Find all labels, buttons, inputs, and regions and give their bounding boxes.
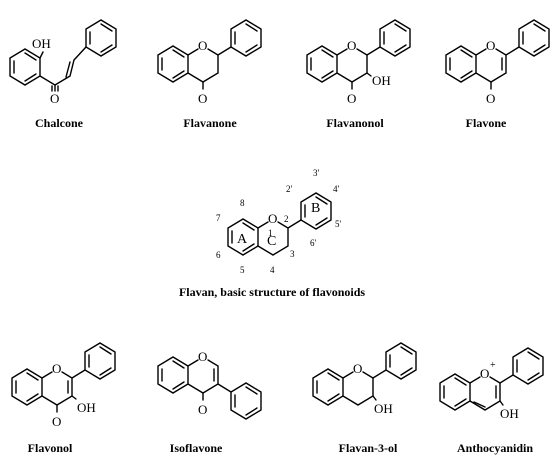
position-6-prime: 6' (310, 238, 317, 248)
position-6: 6 (216, 250, 221, 260)
chalcone-structure: OH O Chalcone (9, 19, 117, 130)
positive-charge: + (490, 360, 496, 371)
caption-chalcone: Chalcone (35, 116, 84, 130)
caption-flavanone: Flavanone (183, 116, 237, 130)
position-5-prime: 5' (335, 219, 342, 229)
ring-a-label: A (237, 232, 248, 247)
flavanone-structure: O O Flavanone (157, 19, 262, 130)
ring-b-label: B (311, 201, 320, 216)
position-7: 7 (216, 213, 221, 223)
flavan-structure: O A B C 1 2 3 4 5 6 7 8 2' 3' 4' 5' 6' F… (179, 168, 365, 299)
position-5: 5 (240, 265, 245, 275)
carbonyl-o-label: O (52, 414, 61, 429)
ring-oxygen: O (198, 349, 207, 364)
carbonyl-o-label: O (347, 91, 356, 106)
position-1: 1 (268, 228, 273, 238)
position-4: 4 (270, 265, 275, 275)
carbonyl-o-label: O (486, 91, 495, 106)
position-4-prime: 4' (333, 184, 340, 194)
isoflavone-structure: O O Isoflavone (157, 349, 262, 455)
caption-flavone: Flavone (466, 116, 507, 130)
caption-flavanonol: Flavanonol (326, 116, 384, 130)
ring-oxygen: O (353, 361, 362, 376)
ring-oxygen: O (198, 38, 207, 53)
anthocyanidin-structure: O + OH Anthocyanidin (439, 347, 544, 455)
ring-oxygen: O (52, 361, 61, 376)
caption-isoflavone: Isoflavone (170, 441, 223, 455)
oh-label: OH (32, 36, 51, 51)
caption-anthocyanidin: Anthocyanidin (457, 441, 533, 455)
oh-label: OH (372, 73, 391, 88)
caption-flavonol: Flavonol (28, 441, 73, 455)
ring-oxygen: O (480, 366, 489, 381)
ring-c-label: C (267, 234, 276, 249)
flavone-structure: O O Flavone (445, 19, 550, 130)
flavonol-structure: O O OH Flavonol (11, 342, 116, 455)
position-3-prime: 3' (313, 168, 320, 178)
caption-flavan: Flavan, basic structure of flavonoids (179, 285, 365, 299)
carbonyl-o-label: O (50, 91, 59, 106)
ring-oxygen: O (347, 38, 356, 53)
caption-flavan-3-ol: Flavan-3-ol (339, 441, 398, 455)
ring-oxygen: O (486, 38, 495, 53)
position-2-prime: 2' (286, 184, 293, 194)
carbonyl-o-label: O (198, 91, 207, 106)
oh-label: OH (374, 401, 393, 416)
oh-label: OH (77, 400, 96, 415)
carbonyl-o-label: O (198, 402, 207, 417)
oh-label: OH (500, 406, 519, 421)
flavan-3-ol-structure: O OH Flavan-3-ol (312, 342, 417, 455)
position-8: 8 (240, 198, 245, 208)
flavanonol-structure: O O OH Flavanonol (306, 19, 411, 130)
ring-oxygen: O (268, 211, 277, 226)
position-2: 2 (284, 214, 289, 224)
position-3: 3 (290, 249, 295, 259)
